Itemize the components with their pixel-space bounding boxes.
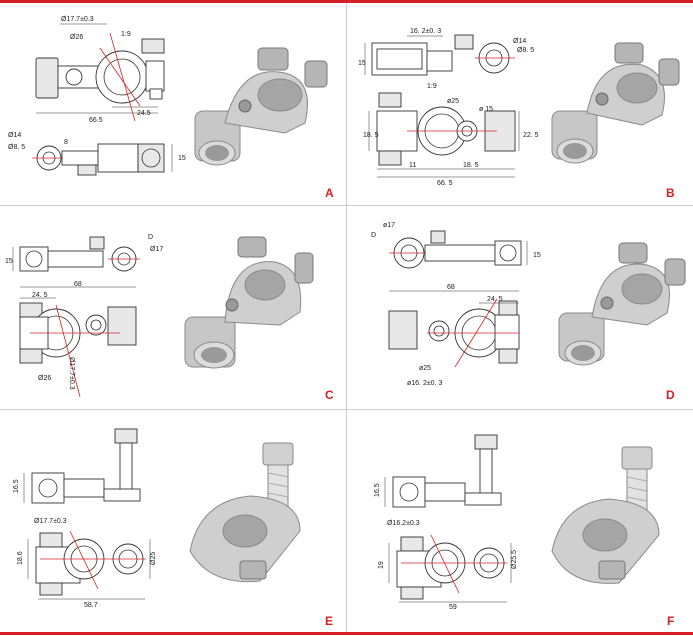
b-dim-d85: Ø8. 5	[517, 47, 534, 54]
panel-c-label: C	[325, 388, 334, 402]
e-dim-165: 16.5	[13, 479, 20, 493]
panel-f-top-view	[384, 434, 502, 508]
c-dim-d17: Ø17	[150, 246, 163, 253]
e-dim-587: 58.7	[84, 602, 98, 609]
panel-f-photo	[551, 446, 660, 584]
panel-c-top-view	[12, 236, 140, 272]
b-dim-d15: ø 15	[479, 106, 493, 113]
panel-a: Ø17.7±0.3 1:9 Ø26 66.5 24.5 Ø14 Ø8. 5 8 …	[0, 3, 346, 203]
panel-a-photo	[194, 47, 328, 166]
f-dim-165: 16.5	[374, 483, 381, 497]
e-dim-d177: Ø17.7±0.3	[34, 518, 67, 525]
c-dim-d177: Ø17.7±0.3	[68, 357, 75, 390]
panel-f-drawing: 16.5 Ø16.2±0.3 19 Ø25.5 59	[374, 434, 660, 611]
panel-e-label: E	[325, 614, 334, 628]
panel-b-photo	[551, 42, 680, 164]
top-accent-bar	[0, 0, 693, 3]
row-divider-1	[0, 205, 693, 206]
panel-e: 16.5 Ø17.7±0.3 18.6 Ø25 58.7	[0, 411, 346, 628]
panel-a-side-view	[32, 143, 173, 176]
b-dim-d14: Ø14	[513, 38, 526, 45]
a-dim-15: 15	[178, 155, 186, 162]
a-dim-outer: Ø17.7±0.3	[61, 16, 94, 23]
c-dim-15: 15	[5, 258, 13, 265]
panel-a-top-view	[35, 23, 165, 122]
panel-a-drawing: Ø17.7±0.3 1:9 Ø26 66.5 24.5 Ø14 Ø8. 5 8 …	[8, 16, 328, 176]
panel-b: 16. 2±0. 3 Ø14 Ø8. 5 15 1:9 ø25 ø 15 18.…	[347, 3, 693, 203]
panel-f-side-view	[388, 534, 512, 603]
b-dim-225: 22. 5	[523, 132, 539, 139]
f-dim-19: 19	[378, 561, 385, 569]
row-divider-2	[0, 409, 693, 410]
panel-c-side-view	[19, 286, 137, 398]
panel-c: 15 D Ø17 24. 5 68 Ø26 Ø17.7±0.3	[0, 207, 346, 407]
d-dim-d25: ø25	[419, 365, 431, 372]
panel-e-top-view	[23, 428, 141, 504]
d-dim-d17: ø17	[383, 222, 395, 229]
d-dim-245: 24. 5	[487, 296, 503, 303]
a-dim-d14: Ø14	[8, 132, 21, 139]
b-dim-d25: ø25	[447, 98, 459, 105]
b-dim-15: 15	[358, 60, 366, 67]
b-dim-185v: 18. 5	[363, 132, 379, 139]
c-dim-68: 68	[74, 281, 82, 288]
panel-d-top-view	[389, 230, 528, 269]
panel-e-photo	[189, 442, 301, 583]
panel-c-drawing: 15 D Ø17 24. 5 68 Ø26 Ø17.7±0.3	[5, 234, 314, 398]
c-dim-D: D	[148, 234, 153, 241]
b-dim-11: 11	[409, 162, 416, 169]
b-dim-665: 66. 5	[437, 180, 453, 187]
d-dim-68: 68	[447, 284, 455, 291]
panel-d-photo	[558, 242, 686, 366]
a-dim-665: 66.5	[89, 117, 103, 124]
panel-b-side-view	[368, 92, 520, 178]
d-dim-D: D	[371, 232, 376, 239]
panel-e-drawing: 16.5 Ø17.7±0.3 18.6 Ø25 58.7	[13, 428, 301, 609]
panel-e-side-view	[27, 530, 151, 600]
bottom-accent-bar	[0, 632, 693, 635]
e-dim-d25: Ø25	[150, 552, 157, 565]
a-dim-8: 8	[64, 139, 68, 146]
panel-b-label: B	[666, 186, 675, 200]
a-dim-d85: Ø8. 5	[8, 144, 25, 151]
b-dim-taper: 1:9	[427, 83, 437, 90]
e-dim-186: 18.6	[17, 551, 24, 565]
panel-b-drawing: 16. 2±0. 3 Ø14 Ø8. 5 15 1:9 ø25 ø 15 18.…	[358, 28, 680, 187]
f-dim-d255: Ø25.5	[511, 550, 518, 569]
c-dim-d26: Ø26	[38, 375, 51, 382]
c-dim-245: 24. 5	[32, 292, 48, 299]
panel-f-label: F	[667, 614, 675, 628]
panel-d-side-view	[388, 290, 520, 368]
f-dim-d162: Ø16.2±0.3	[387, 520, 420, 527]
panel-d-drawing: ø17 D 15 68 24. 5 ø25 ø16. 2±0. 3	[371, 222, 686, 387]
a-dim-245: 24.5	[137, 110, 151, 117]
b-dim-185h: 18. 5	[463, 162, 479, 169]
a-dim-taper: 1:9	[121, 31, 131, 38]
panel-d: ø17 D 15 68 24. 5 ø25 ø16. 2±0. 3	[347, 207, 693, 407]
a-dim-inner: Ø26	[70, 34, 83, 41]
panel-b-top-view	[364, 34, 515, 76]
panel-a-label: A	[325, 186, 334, 200]
d-dim-d162: ø16. 2±0. 3	[407, 380, 442, 387]
panel-d-label: D	[666, 388, 675, 402]
panel-f: 16.5 Ø16.2±0.3 19 Ø25.5 59	[347, 411, 693, 628]
f-dim-59: 59	[449, 604, 457, 611]
vertical-divider	[346, 3, 347, 632]
d-dim-15: 15	[533, 252, 541, 259]
panel-c-photo	[184, 236, 314, 369]
b-dim-162: 16. 2±0. 3	[410, 28, 441, 35]
